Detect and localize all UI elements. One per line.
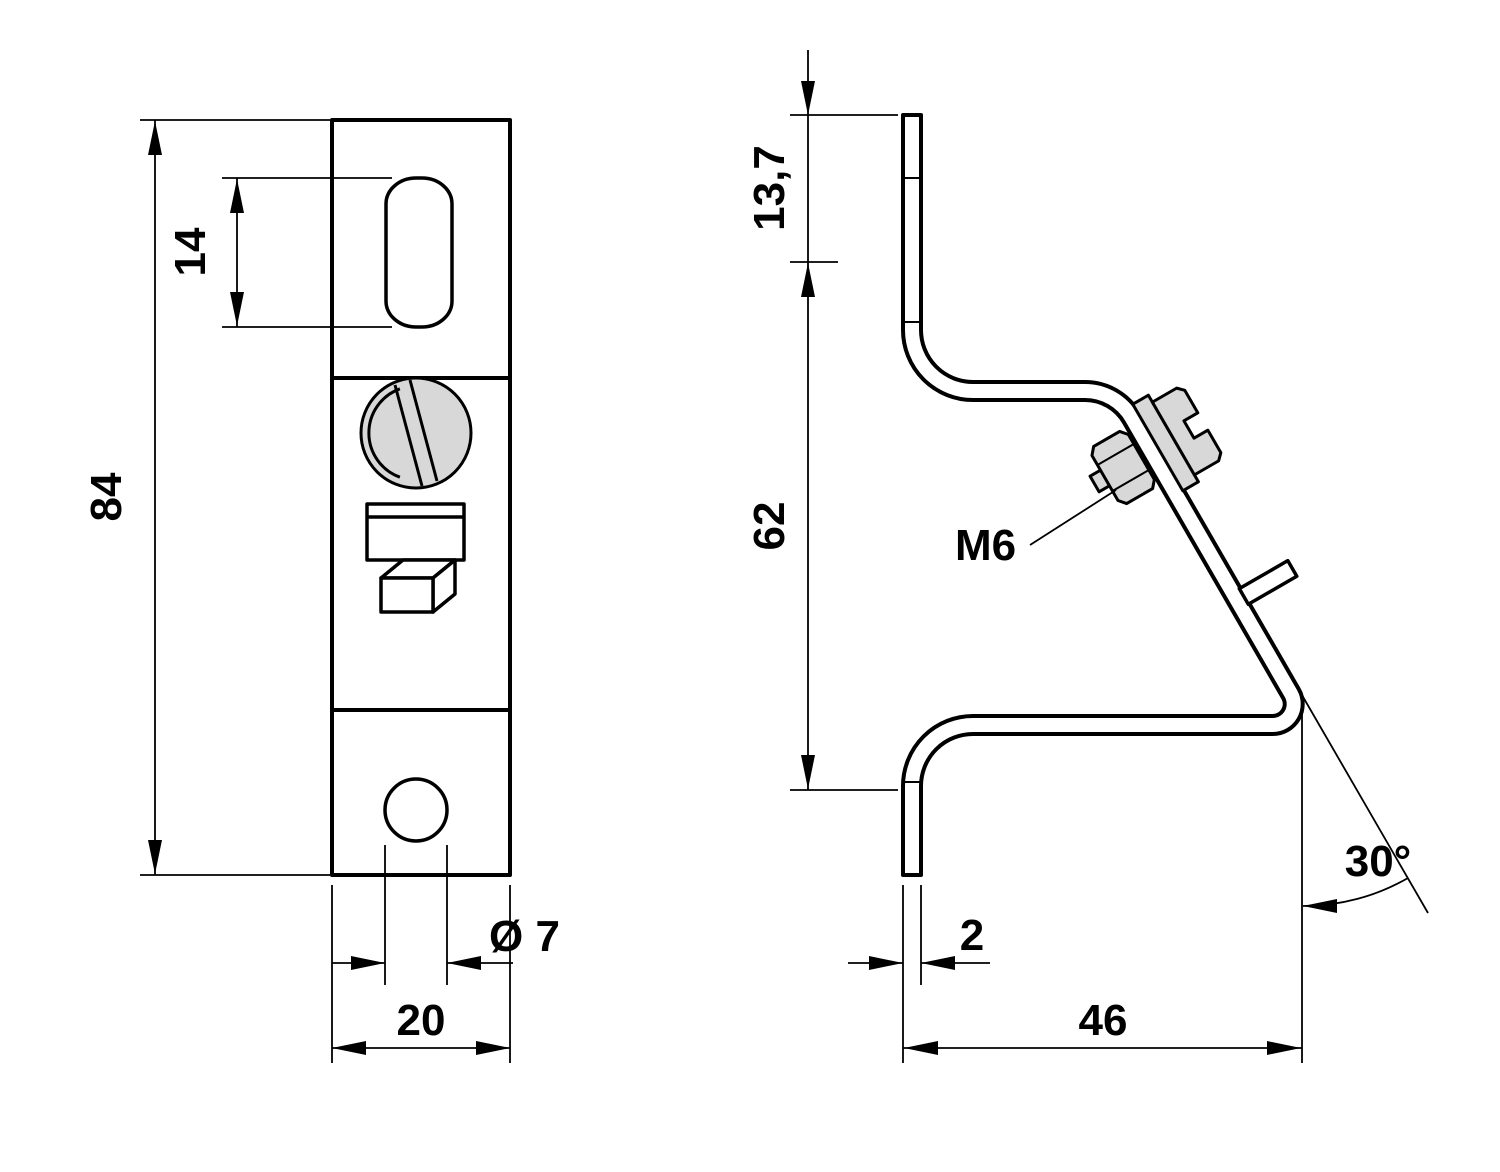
dim-label-13-7: 13,7 <box>745 145 794 231</box>
mounting-hole <box>383 777 449 843</box>
screw-assembly-side <box>1088 386 1299 607</box>
hex-nut <box>1090 429 1156 506</box>
screw-slot-line <box>393 384 424 487</box>
dim-label-2: 2 <box>960 911 984 960</box>
dim-label-46: 46 <box>1079 996 1128 1045</box>
screw-chamfer-arc <box>367 387 401 479</box>
screw-head-front <box>359 376 473 490</box>
leader-line <box>1029 489 1117 546</box>
nut-facet-line <box>1096 443 1135 466</box>
clamp-box-front <box>379 576 435 614</box>
thread-label-m6: M6 <box>955 521 1016 570</box>
screw-slot-line <box>408 379 439 482</box>
bracket-profile <box>901 113 1305 877</box>
dim-label-hole: Ø 7 <box>489 912 560 961</box>
bracket-front-outline <box>330 118 512 877</box>
screw-head-circle <box>359 376 473 490</box>
dimension-top-offset: 13,7 62 <box>745 50 898 791</box>
dimension-thickness: 2 <box>848 885 990 1063</box>
side-view: 13,7 62 M6 30° 2 <box>745 50 1429 1063</box>
dim-label-20: 20 <box>397 996 446 1045</box>
dim-label-84: 84 <box>82 472 131 521</box>
dimension-slot: 14 <box>166 177 392 328</box>
dim-label-62: 62 <box>745 502 794 551</box>
mounting-slot <box>384 176 454 329</box>
dimension-height: 84 <box>82 119 330 876</box>
thread-callout: M6 <box>955 489 1117 570</box>
front-view: 84 14 Ø 7 20 <box>82 118 560 1063</box>
wire-clamp-front <box>365 502 466 614</box>
locating-tab <box>1237 558 1299 607</box>
dim-label-14: 14 <box>166 227 215 276</box>
slotted-screw-head <box>1150 386 1223 477</box>
dim-label-30deg: 30° <box>1345 837 1412 886</box>
dimension-angle: 30° <box>1294 682 1429 1063</box>
dimension-depth: 46 <box>903 996 1302 1055</box>
dimension-hole: Ø 7 <box>332 845 560 985</box>
nut-facet-line <box>1111 469 1150 492</box>
dimension-width: 20 <box>331 885 511 1063</box>
